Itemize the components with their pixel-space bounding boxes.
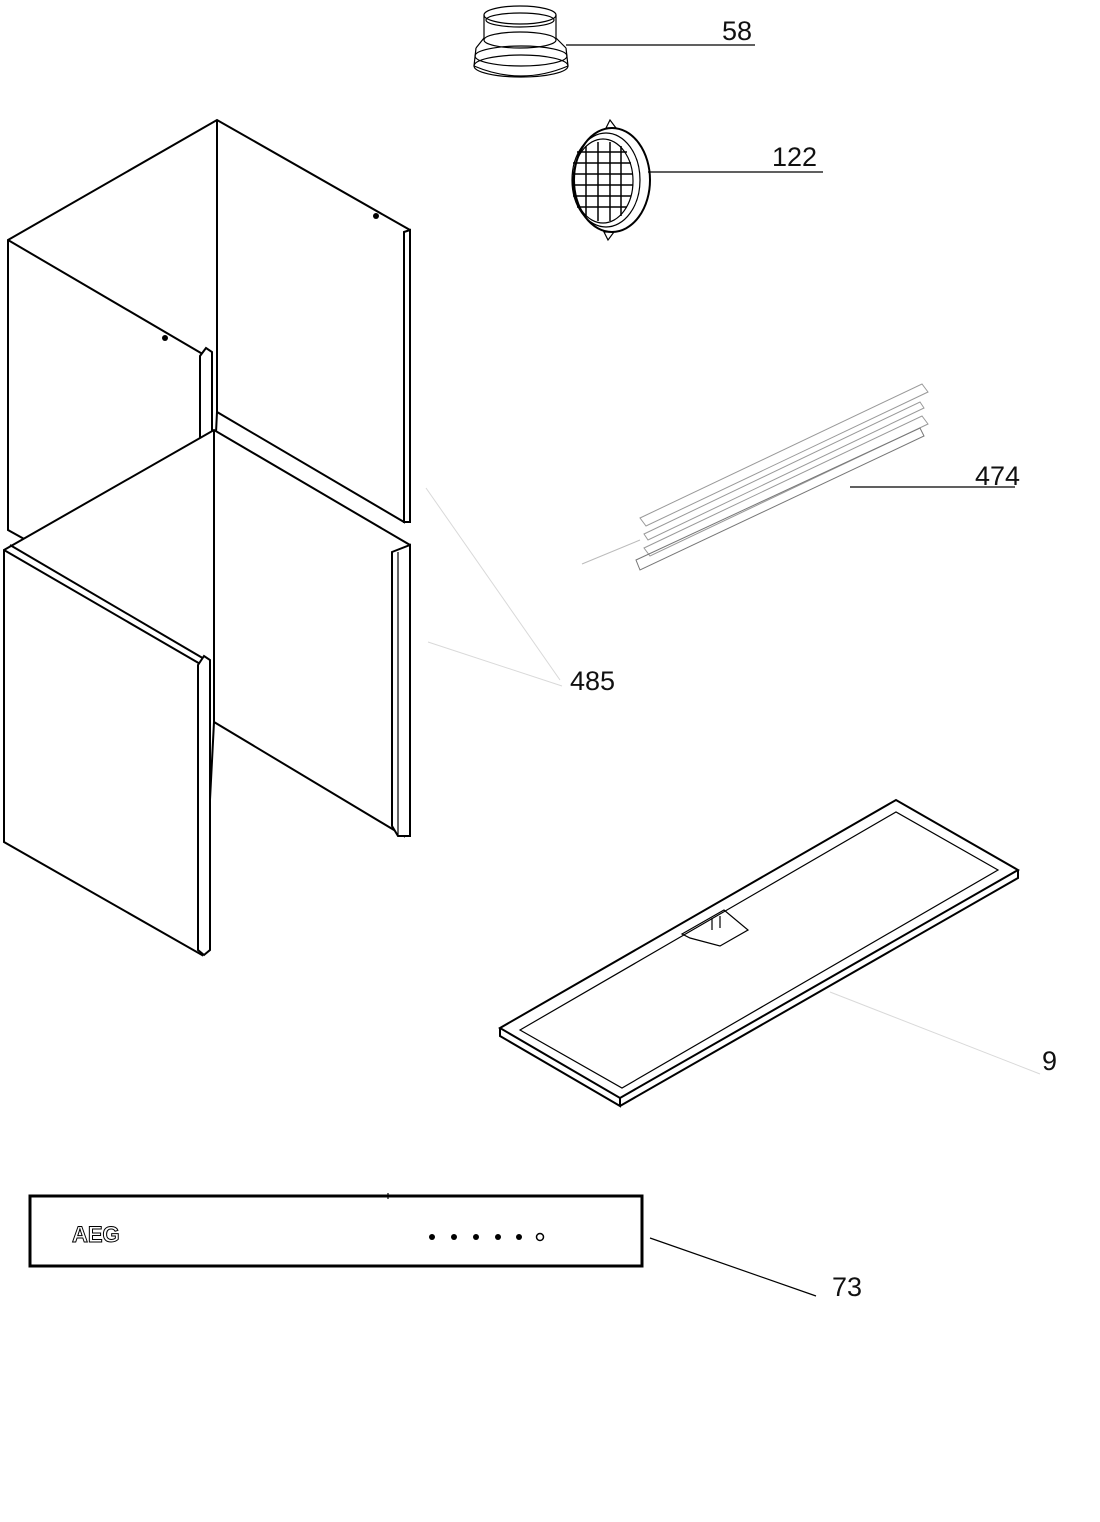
boost-button-icon[interactable] — [516, 1234, 522, 1240]
part-485-chimney-covers[interactable] — [3, 118, 412, 957]
label-73: 73 — [832, 1272, 862, 1302]
fan-speed-2-button-icon[interactable] — [473, 1234, 479, 1240]
control-buttons-row — [429, 1232, 545, 1242]
part-58-duct-adapter[interactable] — [473, 5, 569, 78]
label-9: 9 — [1042, 1046, 1057, 1076]
label-474: 474 — [975, 461, 1020, 491]
leader-9 — [829, 991, 1041, 1075]
fan-speed-1-button-icon[interactable] — [451, 1234, 457, 1240]
brand-logo-aeg: AEG — [72, 1222, 120, 1247]
part-474-rail-set[interactable] — [581, 383, 929, 571]
part-122-backdraft-valve[interactable] — [571, 118, 651, 242]
label-485: 485 — [570, 666, 615, 696]
leader-485 — [425, 487, 563, 687]
label-122: 122 — [772, 142, 817, 172]
light-button-icon[interactable] — [429, 1234, 435, 1240]
part-73-control-panel[interactable]: AEG — [28, 1193, 644, 1268]
part-9-grease-filter[interactable] — [498, 798, 1021, 1108]
timer-button-icon[interactable] — [535, 1232, 545, 1242]
fan-speed-3-button-icon[interactable] — [495, 1234, 501, 1240]
label-58: 58 — [722, 16, 752, 46]
leader-73 — [649, 1237, 817, 1297]
